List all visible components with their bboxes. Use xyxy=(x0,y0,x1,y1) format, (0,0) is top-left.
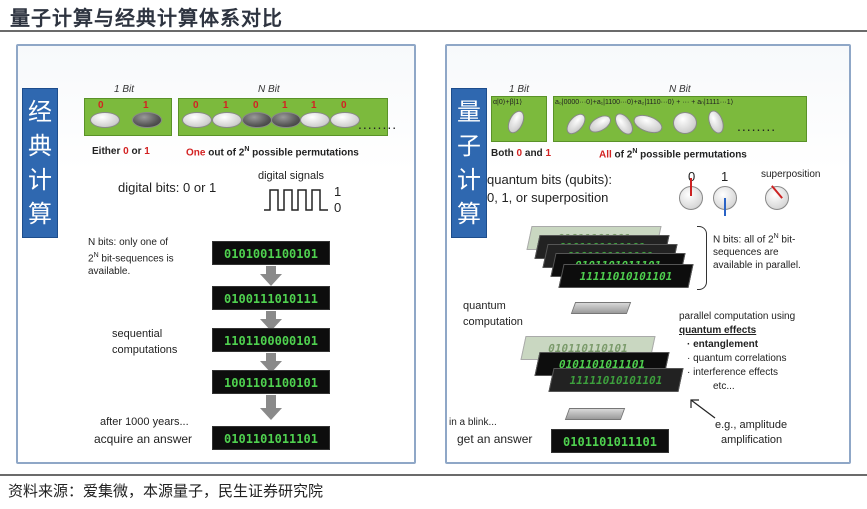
ellipsis-dots: ........ xyxy=(358,116,398,132)
digital-signals-text: digital signals xyxy=(258,170,325,182)
sequence-block: 1101100000101 xyxy=(212,328,330,352)
bit-digit: 0 xyxy=(193,100,199,111)
in-a-blink-text: in a blink... xyxy=(449,417,497,428)
bit-digit: 0 xyxy=(341,100,347,111)
flow-arrow xyxy=(266,353,276,361)
sequence-block: 0100111010111 xyxy=(212,286,330,310)
quantum-chip-icon xyxy=(570,302,632,314)
after-1000-years-text: after 1000 years... xyxy=(100,416,189,428)
state-arrow xyxy=(690,178,692,196)
interference-sequence-card: 11111010101101 xyxy=(548,368,684,392)
n-qubit-formula: a₀|0000···0⟩+a₁|1100···0⟩+a₂|1110···0⟩ +… xyxy=(555,99,734,106)
state-arrow xyxy=(724,198,726,216)
amplitude-amplification-text: e.g., amplitude amplification xyxy=(715,419,788,446)
n-bit-caption: One out of 2N possible permutations xyxy=(186,146,359,159)
pointer-arrow-icon xyxy=(690,399,716,419)
bit-coin xyxy=(330,112,360,128)
get-answer-text: get an answer xyxy=(457,432,533,446)
bit-digit: 1 xyxy=(223,100,229,111)
ellipsis-dots: ........ xyxy=(737,118,777,134)
flow-arrow-head xyxy=(260,274,282,286)
effect-correlations: · quantum correlations xyxy=(687,353,787,364)
n-bit-label: N Bit xyxy=(258,84,280,95)
bit-coin xyxy=(132,112,162,128)
digital-bits-text: digital bits: 0 or 1 xyxy=(118,180,217,195)
title-divider xyxy=(0,30,867,32)
signal-low-label: 0 xyxy=(334,200,342,215)
classical-panel: 经典计算 1 Bit N Bit 0 1 0 1 0 1 1 0 .......… xyxy=(16,44,416,464)
sequence-block: 0101001100101 xyxy=(212,241,330,265)
answer-sequence-block: 0101101011101 xyxy=(212,426,330,450)
bit-coin xyxy=(242,112,272,128)
nbits-parallel-note: N bits: all of 2N bit- sequences are ava… xyxy=(713,233,801,272)
sequence-block: 1001101100101 xyxy=(212,370,330,394)
bit-digit: 1 xyxy=(282,100,288,111)
flow-arrow xyxy=(266,266,276,274)
bit-digit: 0 xyxy=(98,100,104,111)
one-bit-label: 1 Bit xyxy=(114,84,135,95)
quantum-chip-icon xyxy=(564,408,626,420)
n-bit-label: N Bit xyxy=(669,84,691,95)
bit-coin xyxy=(90,112,120,128)
footer-divider xyxy=(0,474,867,476)
qubit-coin xyxy=(673,112,697,134)
effect-interference: · interference effects xyxy=(687,367,778,378)
sequential-computations-text: sequential computations xyxy=(112,328,178,356)
qubit-formula: α|0⟩+β|1⟩ xyxy=(493,99,523,106)
bloch-sphere-icon xyxy=(679,186,703,210)
flow-arrow-head xyxy=(260,408,282,420)
bit-coin xyxy=(300,112,330,128)
acquire-answer-text: acquire an answer xyxy=(94,432,193,446)
effect-etc: etc... xyxy=(713,381,735,392)
sphere-one-label: 1 xyxy=(721,169,729,184)
one-bit-label: 1 Bit xyxy=(509,84,530,95)
bit-digit: 1 xyxy=(143,100,149,111)
quantum-panel: 量子计算 1 Bit N Bit α|0⟩+β|1⟩ a₀|0000···0⟩+… xyxy=(445,44,851,464)
flow-arrow xyxy=(266,311,276,319)
classical-vertical-label: 经典计算 xyxy=(22,88,58,238)
source-note: 资料来源：爱集微，本源量子，民生证券研究院 xyxy=(8,482,324,500)
qubits-line-2: 0, 1, or superposition xyxy=(487,190,609,205)
bit-coin xyxy=(182,112,212,128)
signal-high-label: 1 xyxy=(334,184,342,199)
bit-coin xyxy=(212,112,242,128)
parallel-sequence-card: 11111010101101 xyxy=(558,264,694,288)
quantum-answer-block: 0101101011101 xyxy=(551,429,669,453)
quantum-computation-text: quantum computation xyxy=(463,300,523,328)
qubit-caption: Both 0 and 1 xyxy=(491,148,552,159)
flow-arrow xyxy=(266,395,276,409)
brace-marker xyxy=(697,226,707,290)
nbits-only-one-note: N bits: only one of 2N bit-sequences is … xyxy=(88,237,174,278)
quantum-vertical-label: 量子计算 xyxy=(451,88,487,238)
bit-digit: 1 xyxy=(311,100,317,111)
bit-coin xyxy=(271,112,301,128)
page-title: 量子计算与经典计算体系对比 xyxy=(10,6,283,30)
effect-entanglement: · entanglement xyxy=(687,339,759,350)
sphere-zero-label: 0 xyxy=(688,169,696,184)
bit-digit: 0 xyxy=(253,100,259,111)
quantum-effects-text: quantum effects xyxy=(679,325,757,336)
one-bit-caption: Either 0 or 1 xyxy=(92,146,150,157)
digital-signal-waveform xyxy=(264,189,328,211)
parallel-computation-text: parallel computation using xyxy=(679,311,796,322)
n-qubit-caption: All of 2N possible permutations xyxy=(599,148,747,161)
qubits-line-1: quantum bits (qubits): xyxy=(487,172,613,187)
superposition-label: superposition xyxy=(761,169,821,180)
